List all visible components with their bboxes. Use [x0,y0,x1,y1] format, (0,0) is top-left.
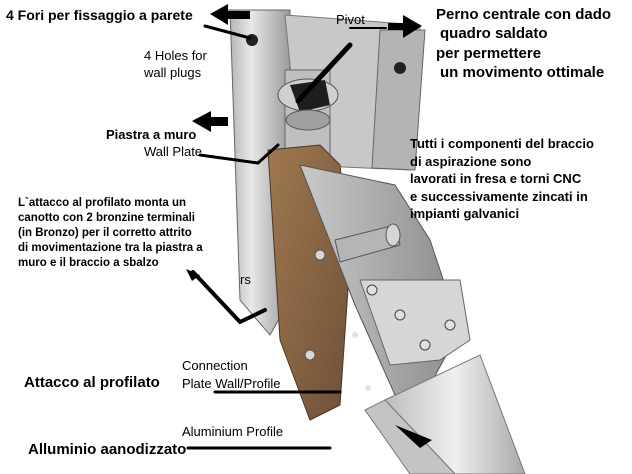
label-connection-1: Connection [182,358,248,373]
label-perno-1: Perno centrale con dado [436,6,612,23]
label-pivot-en: Pivot [336,12,365,27]
bolt [365,385,371,391]
label-holes-en-1: 4 Holes for [144,48,207,63]
arrow-left-icon [186,269,200,281]
label-componenti-5: impianti galvanici [410,206,520,221]
label-attacco-desc-1: L`attacco al profilato monta un [18,197,187,209]
arm-bracket [299,164,471,396]
label-componenti-1: Tutti i componenti del braccio [410,136,594,151]
label-attacco-profilato: Attacco al profilato [24,374,160,391]
arrow-left-icon [210,4,250,25]
label-alluminio-it: Alluminio aanodizzato [28,441,187,458]
label-componenti-3: lavorati in fresa e torni CNC [410,171,582,186]
label-attacco-desc-2: canotto con 2 bronzine terminali [18,212,195,224]
label-attacco-desc-5: muro e il braccio a sbalzo [18,257,159,269]
arrow-left-icon [192,111,228,132]
wall-plug-hole-2 [394,62,406,74]
leader-lines [186,24,387,450]
label-piastra-it: Piastra a muro [106,127,197,142]
label-rs-partial: rs [240,272,251,287]
label-attacco-desc-3: (in Bronzo) per il corretto attrito [18,227,192,239]
screw [394,309,406,321]
label-perno-3: per permettere [436,45,542,62]
bolt [352,332,358,338]
bolt [314,249,326,261]
label-aluminium-en: Aluminium Profile [182,424,284,439]
arrows [186,4,432,448]
screw [366,284,378,296]
screw [444,319,456,331]
arrow-up-right-icon [395,425,432,448]
label-attacco-desc-4: di movimentazione tra la piastra a [18,242,203,254]
wall-plug-hole-1 [246,34,258,46]
arrow-right-icon [388,15,422,38]
label-perno-4: un movimento ottimale [440,64,605,81]
screw [419,339,431,351]
label-wall-plate-en: Wall Plate [144,144,203,159]
label-connection-2: Plate Wall/Profile [182,376,281,391]
bolt [304,349,316,361]
label-holes-en-2: wall plugs [144,65,202,80]
label-componenti-4: e successivamente zincati in [410,189,588,204]
label-perno-2: quadro saldato [440,25,548,42]
label-componenti-2: di aspirazione sono [410,154,532,169]
label-fori-it: 4 Fori per fissaggio a parete [6,7,193,23]
